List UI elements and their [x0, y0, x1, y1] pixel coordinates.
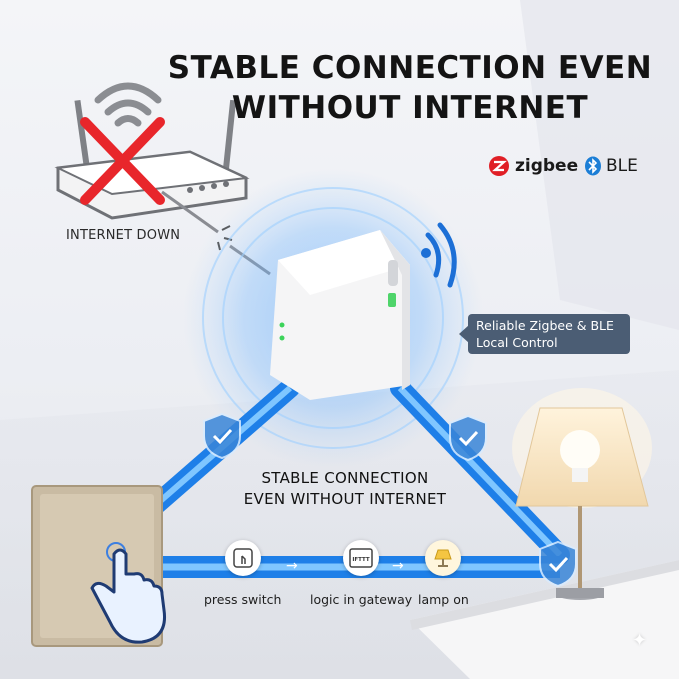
connection-caption-line-2: EVEN WITHOUT INTERNET — [243, 490, 447, 508]
connection-caption: STABLE CONNECTION EVEN WITHOUT INTERNET — [220, 468, 470, 510]
gateway-device — [270, 222, 457, 400]
shield-check-icon — [203, 412, 241, 460]
step-icon-wrap — [425, 540, 462, 576]
router-illustration — [54, 82, 250, 220]
step-label: logic in gateway — [310, 592, 413, 607]
ifttt-icon: IFTTT — [349, 548, 373, 568]
internet-down-label: INTERNET DOWN — [66, 228, 181, 243]
status-led-icon — [388, 293, 396, 307]
lamp-icon — [434, 549, 453, 567]
step-lamp-on: lamp on — [418, 540, 469, 607]
svg-text:IFTTT: IFTTT — [352, 557, 370, 563]
flow-arrow-icon: → — [392, 558, 404, 574]
hand-press-icon — [90, 548, 167, 644]
zigbee-label: zigbee — [515, 156, 579, 176]
step-press-switch: press switch — [204, 540, 281, 607]
page-title: STABLE CONNECTION EVEN WITHOUT INTERNET — [150, 48, 670, 128]
press-switch-icon — [232, 548, 253, 568]
connection-caption-line-1: STABLE CONNECTION — [261, 469, 429, 487]
shield-check-icon — [539, 540, 577, 588]
zigbee-icon — [489, 156, 509, 176]
step-icon-wrap — [224, 540, 261, 576]
step-icon-wrap: IFTTT — [343, 540, 380, 576]
local-control-callout: Reliable Zigbee & BLE Local Control — [459, 314, 630, 354]
callout-line-1: Reliable Zigbee & BLE — [476, 318, 614, 333]
wall-switch — [31, 485, 167, 647]
shield-check-icon — [449, 414, 487, 462]
title-line-2: WITHOUT INTERNET — [231, 90, 589, 126]
wifi-icon — [94, 82, 162, 127]
flow-arrow-icon: → — [286, 558, 298, 574]
sparkle-icon: ✦ — [632, 630, 648, 651]
disconnected-cross-icon — [80, 117, 165, 205]
ble-label: BLE — [606, 156, 638, 176]
bluetooth-icon — [585, 156, 601, 176]
callout-line-2: Local Control — [476, 335, 558, 350]
step-logic-in-gateway: IFTTT logic in gateway — [310, 540, 412, 607]
title-line-1: STABLE CONNECTION EVEN — [167, 50, 653, 86]
step-label: lamp on — [418, 592, 469, 607]
beam-right — [390, 378, 570, 565]
step-label: press switch — [204, 592, 282, 607]
zigbee-badge: zigbee — [488, 154, 578, 178]
table-lamp — [512, 388, 652, 600]
ble-badge: BLE — [584, 154, 638, 178]
wireless-signal-icon — [425, 222, 457, 288]
